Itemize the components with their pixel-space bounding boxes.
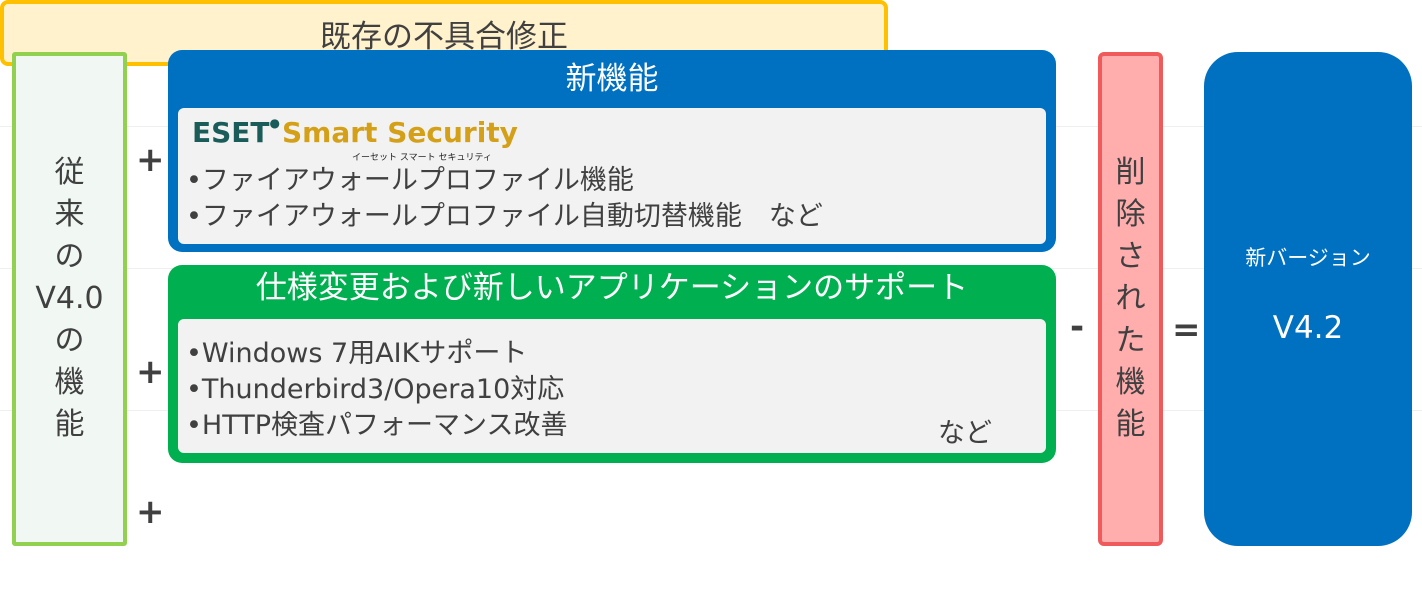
logo-ruby: イーセット スマート セキュリティ	[352, 153, 492, 163]
plus-operator: +	[136, 352, 165, 392]
logo-mark-icon: ●	[269, 116, 281, 130]
removed-features-char: 能	[1115, 407, 1146, 442]
plus-operator: +	[136, 492, 165, 532]
removed-features-char: 削	[1115, 155, 1146, 190]
spec-change-item: •HTTP検査パフォーマンス改善	[186, 410, 568, 441]
spec-changes-etc: など	[938, 418, 992, 449]
logo-brand: ESET	[192, 116, 270, 149]
equals-operator: =	[1172, 310, 1201, 350]
old-features-char: の	[54, 323, 85, 358]
old-features-char: 機	[54, 365, 85, 400]
old-features-char: 従	[54, 155, 85, 190]
old-features-char: V4.0	[35, 281, 104, 316]
removed-features-char: 機	[1115, 365, 1146, 400]
removed-features-char: れ	[1115, 281, 1146, 316]
old-features-char: 来	[54, 197, 85, 232]
new-version-label: 新バージョン	[1245, 246, 1371, 270]
minus-operator: -	[1070, 307, 1085, 347]
logo-product: Smart Security	[282, 116, 518, 149]
removed-features-box: 削 除 さ れ た 機 能	[1098, 52, 1163, 546]
old-features-label: 従 来 の V4.0 の 機 能	[35, 152, 103, 446]
removed-features-char: た	[1115, 323, 1146, 358]
bug-fixes-title: 既存の不具合修正	[320, 18, 568, 55]
new-features-title: 新機能	[565, 61, 659, 97]
new-version-box: 新バージョン V4.2	[1204, 52, 1412, 546]
removed-features-label: 削 除 さ れ た 機 能	[1116, 152, 1146, 446]
spec-changes-body: •Windows 7用AIKサポート •Thunderbird3/Opera10…	[178, 319, 1046, 453]
spec-changes-title: 仕様変更および新しいアプリケーションのサポート	[255, 270, 969, 306]
spec-change-item: •Windows 7用AIKサポート	[186, 338, 528, 369]
old-features-char: の	[54, 239, 85, 274]
new-feature-item: •ファイアウォールプロファイル機能	[186, 165, 634, 196]
spec-change-item: •Thunderbird3/Opera10対応	[186, 374, 565, 405]
eset-smart-security-logo: ESET●Smart Security イーセット スマート セキュリティ	[192, 116, 518, 163]
new-features-body: ESET●Smart Security イーセット スマート セキュリティ •フ…	[178, 108, 1046, 244]
removed-features-char: 除	[1115, 197, 1146, 232]
removed-features-char: さ	[1115, 239, 1146, 274]
spec-changes-panel: 仕様変更および新しいアプリケーションのサポート •Windows 7用AIKサポ…	[168, 265, 1056, 463]
old-features-box: 従 来 の V4.0 の 機 能	[12, 52, 127, 546]
new-features-panel: 新機能 ESET●Smart Security イーセット スマート セキュリテ…	[168, 50, 1056, 252]
new-version-number: V4.2	[1272, 310, 1344, 346]
new-feature-item: •ファイアウォールプロファイル自動切替機能 など	[186, 201, 823, 232]
old-features-char: 能	[54, 407, 85, 442]
plus-operator: +	[136, 140, 165, 180]
